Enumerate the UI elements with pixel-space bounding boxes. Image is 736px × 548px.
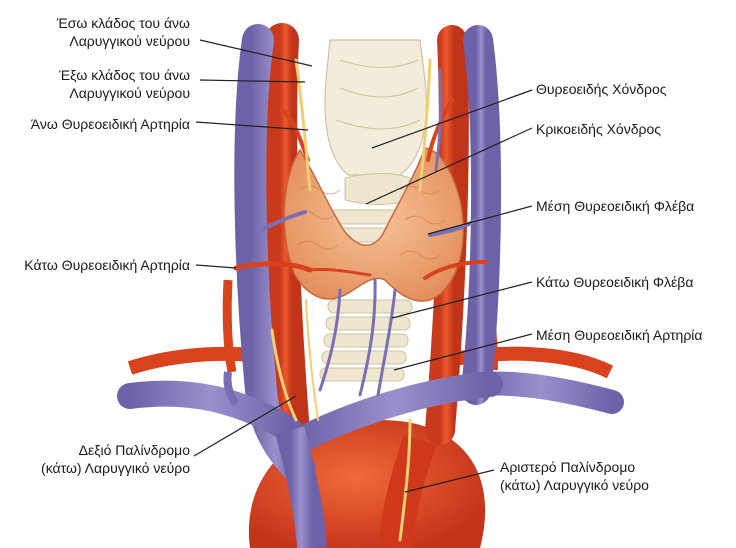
leader-internal-branch [199,39,313,67]
label-inferior-thyroid-artery: Κάτω Θυρεοειδική Αρτηρία [24,257,190,273]
leader-right-recurrent-nerve [193,395,297,457]
leader-cricoid-cartilage [365,127,533,205]
label-internal-branch-line2: Λαρυγγικού νεύρου [69,33,190,49]
label-superior-thyroid-artery: Άνω Θυρεοειδική Αρτηρία [30,116,190,132]
label-inferior-thyroid-vein: Κάτω Θυρεοειδική Φλέβα [536,274,694,290]
label-left-recurrent-nerve: Αριστερό Παλίνδρομο (κάτω) Λαρυγγικό νεύ… [500,458,649,494]
label-right-recurrent-nerve: Δεξιό Παλίνδρομο (κάτω) Λαρυγγικό νεύρο [41,441,190,477]
leader-external-branch [199,79,306,83]
thyroid-veins [260,68,478,397]
leader-inferior-thyroid-artery [195,264,237,269]
label-right-recurrent-nerve-line1: Δεξιό Παλίνδρομο [78,442,190,458]
label-internal-branch-line1: Έσω κλάδος του άνω [56,15,190,31]
label-right-recurrent-nerve-line2: (κάτω) Λαρυγγικό νεύρο [41,460,190,476]
leader-superior-thyroid-artery [195,121,309,131]
leader-inferior-thyroid-vein [391,281,533,319]
leader-thyroid-cartilage [371,89,533,149]
leader-left-recurrent-nerve [404,469,495,493]
leader-middle-thyroid-vein [427,205,533,235]
label-left-recurrent-nerve-line2: (κάτω) Λαρυγγικό νεύρο [500,477,649,493]
label-left-recurrent-nerve-line1: Αριστερό Παλίνδρομο [500,459,636,475]
label-external-branch-line1: Έξω κλάδος του άνω [59,67,190,83]
label-thyroid-cartilage: Θυρεοειδής Χόνδρος [536,81,667,97]
label-external-branch: Έξω κλάδος του άνω Λαρυγγικού νεύρου [59,66,190,102]
jugular-veins [117,24,624,548]
label-external-branch-line2: Λαρυγγικού νεύρου [69,85,190,101]
leader-middle-thyroid-artery [393,333,533,371]
label-internal-branch: Έσω κλάδος του άνω Λαρυγγικού νεύρου [57,14,190,50]
label-middle-thyroid-vein: Μέση Θυρεοειδική Φλέβα [536,198,695,214]
label-middle-thyroid-artery: Μέση Θυρεοειδική Αρτηρία [536,327,703,343]
label-cricoid-cartilage: Κρικοειδής Χόνδρος [536,121,662,137]
leader-lines [193,39,533,493]
